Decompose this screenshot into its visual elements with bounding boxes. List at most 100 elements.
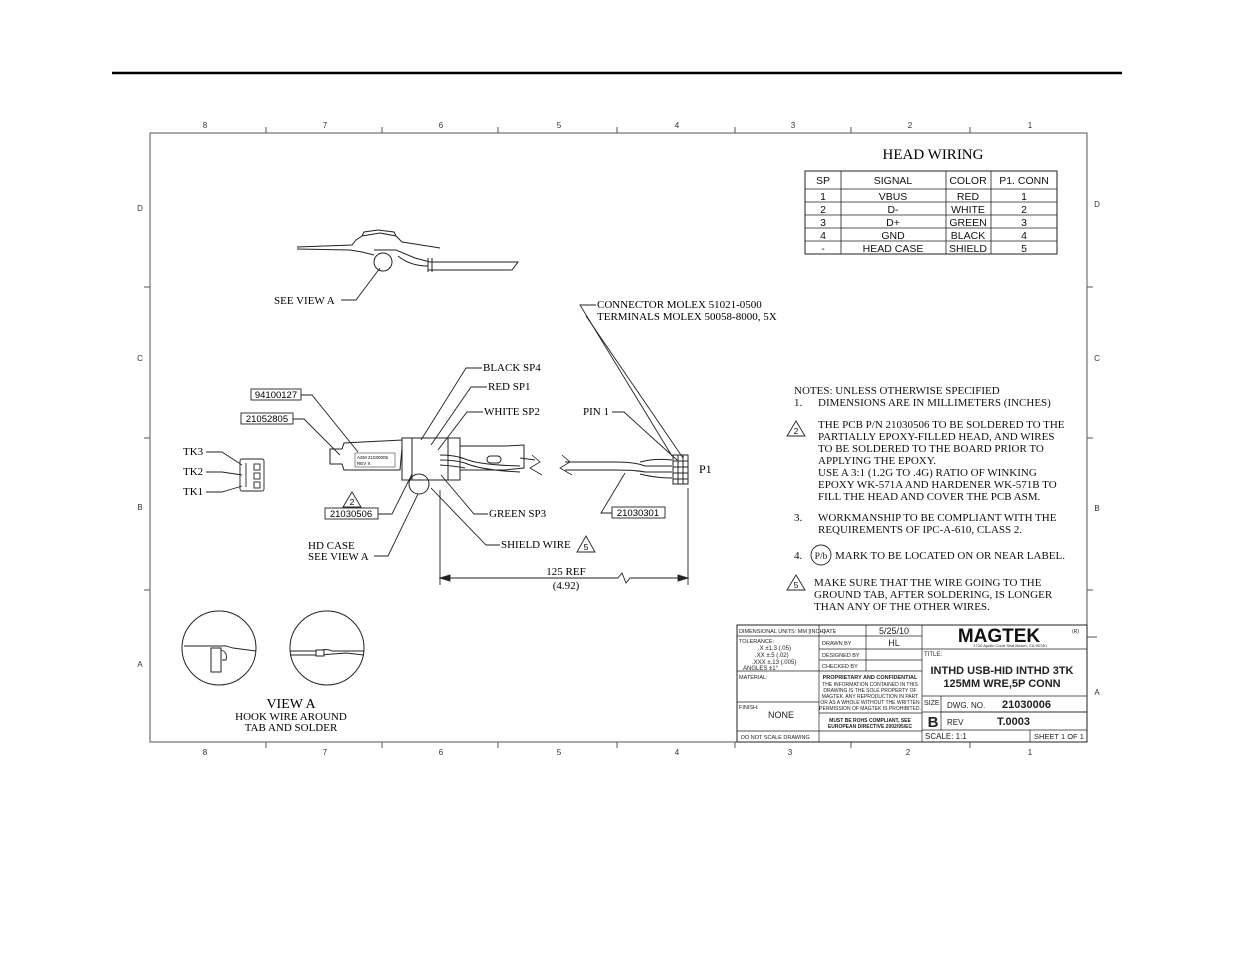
tb-drawn-by-label: DRAWN BY bbox=[822, 641, 852, 647]
note-5-line: GROUND TAB, AFTER SOLDERING, IS LONGER bbox=[814, 589, 1053, 601]
zone-bottom-3: 3 bbox=[788, 748, 793, 757]
magtek-address: 1710 Apollo Court Seal Beach, CA 90740 bbox=[973, 643, 1047, 648]
table-cell: GND bbox=[881, 230, 905, 242]
tb-scale: SCALE: 1:1 bbox=[925, 732, 967, 741]
note-2-line: PARTIALLY EPOXY-FILLED HEAD, AND WIRES bbox=[818, 431, 1054, 443]
leader-21030301 bbox=[600, 472, 626, 514]
note-1-number: 1. bbox=[794, 397, 803, 409]
tb-finish-value: NONE bbox=[768, 710, 794, 720]
leader-94100127 bbox=[301, 394, 359, 453]
zone-top-2: 2 bbox=[908, 121, 913, 130]
zone-top-7: 7 bbox=[323, 121, 328, 130]
table-cell: WHITE bbox=[951, 204, 985, 216]
note-2-triangle bbox=[786, 420, 806, 437]
table-header-p1-conn: P1. CONN bbox=[999, 175, 1049, 187]
pcb-label bbox=[354, 452, 396, 468]
tb-title-label: TITLE: bbox=[924, 652, 942, 658]
note-5-line: MAKE SURE THAT THE WIRE GOING TO THE bbox=[814, 577, 1042, 589]
zone-right-a: A bbox=[1094, 688, 1100, 697]
note-3-number: 3. bbox=[794, 512, 803, 524]
tb-do-not-scale: DO NOT SCALE DRAWING bbox=[741, 735, 810, 741]
head-side-view bbox=[296, 229, 519, 272]
tb-title-line-2: 125MM WRE,5P CONN bbox=[943, 678, 1060, 690]
label-see-view-a-top: SEE VIEW A bbox=[274, 295, 335, 307]
dimension-125-ref-label: 125 REF bbox=[546, 566, 585, 578]
zone-right-c: C bbox=[1094, 354, 1100, 363]
table-cell: RED bbox=[957, 191, 980, 203]
label-black-sp4: BLACK SP4 bbox=[483, 362, 541, 374]
table-cell: 5 bbox=[1021, 243, 1027, 255]
tb-rev-value: T.0003 bbox=[997, 716, 1030, 728]
tb-date-label: DATE bbox=[822, 629, 837, 635]
table-cell: VBUS bbox=[879, 191, 908, 203]
leader-green-sp3 bbox=[440, 474, 488, 515]
table-cell: 4 bbox=[820, 230, 826, 242]
table-cell: GREEN bbox=[949, 217, 986, 229]
label-tk2: TK2 bbox=[183, 466, 203, 478]
note-2-line: EPOXY WK-571A AND HARDENER WK-571B TO bbox=[818, 479, 1057, 491]
table-cell: D- bbox=[887, 204, 899, 216]
zone-top-1: 1 bbox=[1028, 121, 1033, 130]
notes: NOTES: UNLESS OTHERWISE SPECIFIED 1. DIM… bbox=[786, 385, 1065, 613]
magtek-logo-reg: (R) bbox=[1072, 629, 1079, 635]
zone-left-b: B bbox=[137, 503, 142, 512]
leader-connector-2 bbox=[585, 315, 684, 459]
label-terminals: TERMINALS MOLEX 50058-8000, 5X bbox=[597, 311, 777, 323]
note-2-number: 2 bbox=[794, 426, 799, 436]
zone-left-a: A bbox=[137, 660, 143, 669]
zone-right-b: B bbox=[1094, 504, 1099, 513]
label-white-sp2: WHITE SP2 bbox=[484, 406, 540, 418]
tk-connector bbox=[206, 451, 265, 493]
tb-designed-by-label: DESIGNED BY bbox=[822, 653, 860, 659]
tb-date-value: 5/25/10 bbox=[879, 626, 909, 636]
leader-hd-case bbox=[374, 493, 419, 557]
table-cell: 1 bbox=[820, 191, 826, 203]
label-pin1: PIN 1 bbox=[583, 406, 609, 418]
view-a-line-2: TAB AND SOLDER bbox=[245, 722, 338, 734]
tb-dwg-label: DWG. NO. bbox=[947, 701, 985, 710]
note-2-line: USE A 3:1 (1.2G TO .4G) RATIO OF WINKING bbox=[818, 467, 1037, 479]
tb-proprietary-line: OR AS A WHOLE WITHOUT THE WRITTEN bbox=[820, 700, 920, 706]
label-red-sp1: RED SP1 bbox=[488, 381, 531, 393]
zone-right-d: D bbox=[1094, 200, 1100, 209]
tb-size-value: B bbox=[928, 714, 939, 731]
part-number-21030301: 21030301 bbox=[617, 508, 659, 519]
tb-proprietary-line: DRAWING IS THE SOLE PROPERTY OF bbox=[823, 688, 916, 694]
label-connector: CONNECTOR MOLEX 51021-0500 bbox=[597, 299, 762, 311]
tb-tol-xxx: .XXX ±.13 (.005) bbox=[752, 660, 796, 666]
note-4-pb-symbol bbox=[810, 544, 832, 566]
zone-bottom-8: 8 bbox=[203, 748, 208, 757]
table-cell: BLACK bbox=[951, 230, 985, 242]
head-assembly bbox=[329, 437, 689, 495]
note-1-text: DIMENSIONS ARE IN MILLIMETERS (INCHES) bbox=[818, 397, 1051, 409]
note-2-line: TO BE SOLDERED TO THE BOARD PRIOR TO bbox=[818, 443, 1044, 455]
rev-mark-2: 2 bbox=[350, 497, 355, 507]
tb-rev-label: REV bbox=[947, 718, 964, 727]
zone-top-4: 4 bbox=[675, 121, 680, 130]
label-tk1: TK1 bbox=[183, 486, 203, 498]
table-header-sp: SP bbox=[816, 175, 830, 187]
tb-proprietary-title: PROPRIETARY AND CONFIDENTIAL bbox=[823, 675, 918, 681]
label-green-sp3: GREEN SP3 bbox=[489, 508, 547, 520]
tb-dwg-value: 21030006 bbox=[1002, 699, 1051, 711]
leader-black-sp4 bbox=[420, 367, 482, 441]
tb-checked-by-label: CHECKED BY bbox=[822, 664, 858, 670]
head-wiring-title: HEAD WIRING bbox=[883, 147, 984, 163]
leader-see-view-a bbox=[341, 267, 381, 301]
pcb-label-asm: ASM 21030005 bbox=[357, 455, 389, 460]
note-2-line: APPLYING THE EPOXY. bbox=[818, 455, 936, 467]
zone-bottom-5: 5 bbox=[557, 748, 562, 757]
zone-bottom-7: 7 bbox=[323, 748, 328, 757]
tb-tolerance: TOLERANCE: bbox=[739, 639, 775, 645]
table-cell: HEAD CASE bbox=[863, 243, 924, 255]
zone-bottom-1: 1 bbox=[1028, 748, 1033, 757]
note-2-line: THE PCB P/N 21030506 TO BE SOLDERED TO T… bbox=[818, 419, 1065, 431]
leader-21030506 bbox=[378, 473, 413, 515]
tb-dim-units: DIMENSIONAL UNITS: MM [INCH] bbox=[739, 629, 825, 635]
zone-labels: 8 7 6 5 4 3 2 1 8 7 6 5 4 3 2 1 D C B A … bbox=[137, 121, 1100, 757]
view-a-line-1: HOOK WIRE AROUND bbox=[235, 711, 347, 723]
leader-shield-wire bbox=[430, 487, 500, 546]
table-cell: 3 bbox=[820, 217, 826, 229]
leader-21052805 bbox=[293, 418, 341, 456]
